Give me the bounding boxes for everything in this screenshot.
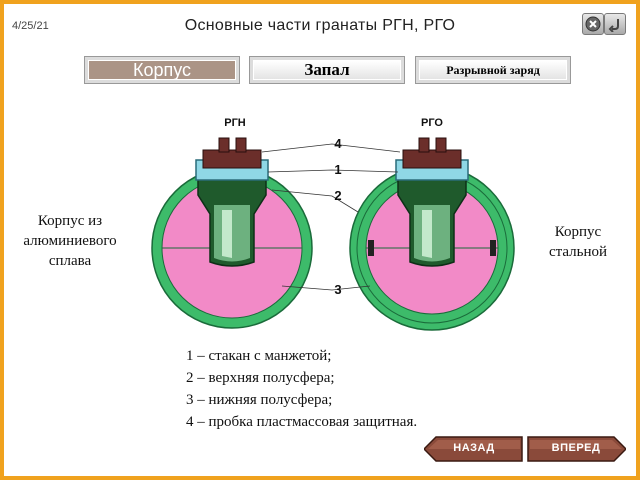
slide-date: 4/25/21 <box>12 20 49 32</box>
tab-charge-label: Разрывной заряд <box>446 62 540 77</box>
close-icon <box>585 16 601 32</box>
tab-korpus[interactable]: Корпус <box>84 56 240 84</box>
page-title: Основные части гранаты РГН, РГО <box>184 17 456 34</box>
forward-arrow-icon <box>527 436 626 462</box>
right-label-line-2: стальной <box>548 244 608 260</box>
grenade-rgo <box>349 137 515 331</box>
callout-lines <box>261 143 401 291</box>
legend-item: 4 – пробка пластмассовая защитная. <box>186 414 418 430</box>
grenade-right-label: РГО <box>421 117 443 129</box>
tab-korpus-label: Корпус <box>132 59 192 80</box>
forward-button[interactable]: ВПЕРЕД <box>526 436 626 462</box>
legend-item: 1 – стакан с манжетой; <box>186 348 332 364</box>
legend-item: 2 – верхняя полусфера; <box>186 370 335 386</box>
right-label-line-1: Корпус <box>554 224 602 240</box>
back-button[interactable]: НАЗАД <box>424 436 524 462</box>
callout-4: 4 <box>334 136 342 151</box>
return-icon <box>608 19 619 32</box>
parts-legend: 1 – стакан с манжетой; 2 – верхняя полус… <box>186 345 417 433</box>
tab-zapal[interactable]: Запал <box>249 56 405 84</box>
return-button[interactable] <box>604 13 626 35</box>
left-label-line-3: сплава <box>48 253 92 269</box>
back-arrow-icon <box>424 436 523 462</box>
legend-item: 3 – нижняя полусфера; <box>186 392 333 408</box>
left-label-line-1: Корпус из <box>37 213 103 229</box>
right-body-label: Корпус стальной <box>528 222 628 262</box>
callout-3: 3 <box>334 282 341 297</box>
grenade-rgn <box>151 137 313 329</box>
forward-button-label: ВПЕРЕД <box>551 442 601 454</box>
close-button[interactable] <box>582 13 604 35</box>
callout-1: 1 <box>334 162 341 177</box>
tab-charge[interactable]: Разрывной заряд <box>415 56 571 84</box>
back-button-label: НАЗАД <box>453 442 495 454</box>
left-label-line-2: алюминиевого <box>23 233 117 249</box>
grenade-left-label: РГН <box>224 117 246 129</box>
tab-zapal-label: Запал <box>304 60 350 79</box>
callout-2: 2 <box>334 188 341 203</box>
left-body-label: Корпус из алюминиевого сплава <box>10 211 130 271</box>
